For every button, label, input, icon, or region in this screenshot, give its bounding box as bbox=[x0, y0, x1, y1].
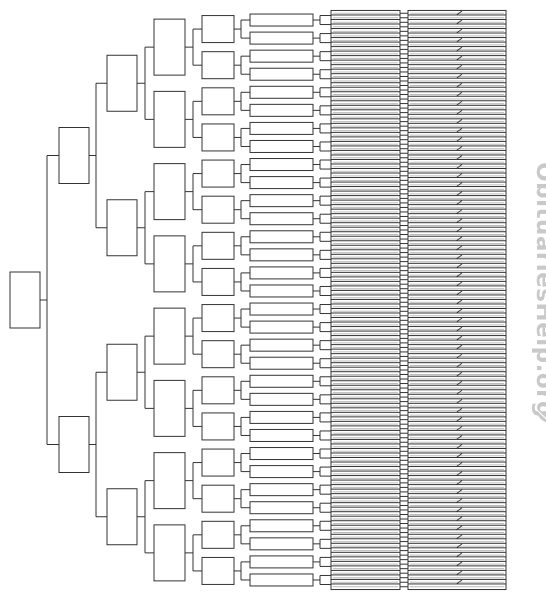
ancestor-box bbox=[153, 18, 186, 76]
connector-lines bbox=[40, 12, 408, 588]
ancestor-boxes bbox=[9, 9, 507, 591]
ancestor-box bbox=[201, 159, 235, 188]
ancestor-box bbox=[58, 127, 90, 184]
ancestor-box bbox=[153, 235, 186, 293]
ancestor-box bbox=[201, 520, 235, 549]
ancestor-box bbox=[249, 284, 314, 298]
ancestor-box bbox=[153, 163, 186, 221]
ancestor-box bbox=[249, 519, 314, 533]
ancestor-box bbox=[153, 379, 186, 437]
ancestor-box bbox=[249, 248, 314, 262]
ancestor-box bbox=[153, 90, 186, 148]
ancestor-box bbox=[249, 31, 314, 45]
ancestor-box bbox=[249, 320, 314, 334]
ancestor-box bbox=[201, 87, 235, 116]
ancestor-box bbox=[106, 54, 138, 112]
ancestor-box bbox=[106, 488, 138, 546]
ancestor-box bbox=[201, 123, 235, 152]
ancestor-box bbox=[201, 195, 235, 224]
watermark: ObituariesHelp.org bbox=[531, 162, 546, 424]
ancestor-box bbox=[249, 537, 314, 551]
ancestor-box bbox=[153, 524, 186, 582]
ancestor-box bbox=[153, 452, 186, 510]
ancestor-box bbox=[201, 15, 235, 44]
ancestor-box bbox=[201, 267, 235, 296]
ancestor-box bbox=[249, 49, 314, 63]
ancestor-box bbox=[249, 67, 314, 81]
ancestor-box bbox=[249, 103, 314, 117]
ancestor-box bbox=[201, 340, 235, 369]
ancestor-box bbox=[58, 416, 90, 473]
ancestor-box bbox=[201, 231, 235, 260]
ancestor-box bbox=[249, 483, 314, 497]
ancestor-box bbox=[249, 121, 314, 135]
ancestor-box bbox=[249, 356, 314, 370]
ancestor-box bbox=[249, 555, 314, 569]
ancestor-box bbox=[201, 51, 235, 80]
ancestor-box bbox=[201, 376, 235, 405]
ancestor-box bbox=[9, 271, 41, 329]
ancestor-box bbox=[249, 158, 314, 172]
leaf-icon bbox=[536, 409, 546, 424]
ancestor-box bbox=[106, 343, 138, 401]
ancestor-box bbox=[249, 194, 314, 208]
ancestor-box bbox=[201, 448, 235, 477]
ancestor-box bbox=[249, 573, 314, 587]
ancestor-box bbox=[201, 484, 235, 513]
ancestor-box bbox=[249, 501, 314, 515]
ancestor-box bbox=[249, 338, 314, 352]
ancestor-box bbox=[249, 465, 314, 479]
ancestor-box bbox=[249, 176, 314, 190]
ancestor-box bbox=[201, 556, 235, 585]
ancestor-box bbox=[249, 230, 314, 244]
ancestor-box bbox=[201, 412, 235, 441]
ancestor-box bbox=[249, 212, 314, 226]
watermark-text: ObituariesHelp.org bbox=[531, 162, 546, 418]
ancestor-box bbox=[249, 13, 314, 27]
ancestor-box bbox=[249, 139, 314, 153]
ancestor-box bbox=[106, 199, 138, 257]
ancestor-box bbox=[201, 304, 235, 333]
ancestor-box bbox=[249, 410, 314, 424]
ancestor-box bbox=[249, 428, 314, 442]
ancestor-box bbox=[249, 302, 314, 316]
ancestor-box bbox=[153, 307, 186, 365]
ancestor-box bbox=[249, 266, 314, 280]
ancestor-box bbox=[249, 392, 314, 406]
ancestor-box bbox=[249, 85, 314, 99]
ancestor-box bbox=[249, 374, 314, 388]
ancestor-box bbox=[249, 447, 314, 461]
